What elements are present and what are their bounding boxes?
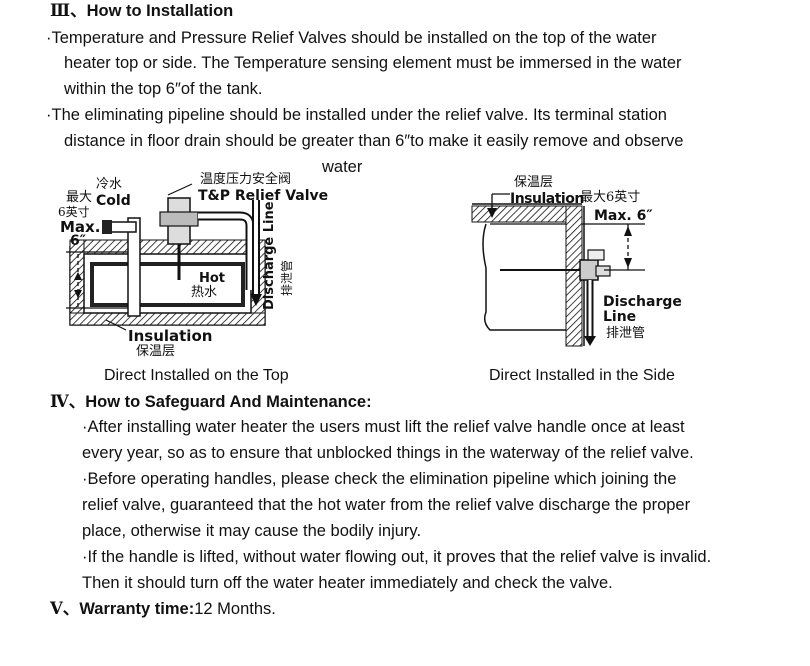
section-4-paragraph-2-line-1: ·Before operating handles, please check …: [82, 470, 677, 488]
side-max-label-en: Max. 6″: [594, 208, 653, 224]
max-label-cn: 最大: [66, 190, 93, 205]
section-4-title: How to Safeguard And Maintenance:: [85, 393, 372, 411]
valve-label-cn: 温度压力安全阀: [200, 172, 292, 187]
section-4-paragraph-3-line-1: ·If the handle is lifted, without water …: [82, 548, 712, 566]
side-relief-valve: [579, 259, 599, 281]
section-3-paragraph-1-line-1: ·Temperature and Pressure Relief Valves …: [46, 29, 657, 47]
side-max-label-cn: 最大6英寸: [580, 190, 641, 205]
discharge-line-label-en: Discharge Line: [262, 201, 277, 310]
warranty-value: 12 Months.: [194, 600, 276, 618]
inch-label-cn: 6英寸: [58, 205, 90, 219]
insulation-label-en: Insulation: [128, 327, 213, 345]
max-label-en: Max.: [60, 218, 101, 236]
discharge-line-label-cn: 排泄管: [280, 259, 294, 296]
top-install-caption: Direct Installed on the Top: [104, 367, 289, 384]
valve-label-en: T&P Relief Valve: [198, 188, 329, 204]
section-4-paragraph-1-line-1: ·After installing water heater the users…: [82, 418, 685, 436]
side-insulation-label-cn: 保温层: [514, 175, 554, 190]
section-3-numeral: Ⅲ、: [50, 1, 87, 20]
section-3-paragraph-1-line-2: heater top or side. The Temperature sens…: [64, 54, 682, 72]
hot-label-cn: 热水: [191, 285, 218, 300]
side-install-caption: Direct Installed in the Side: [489, 367, 675, 384]
six-inch-label: 6″: [70, 233, 86, 249]
side-discharge-label-cn: 排泄管: [606, 326, 646, 341]
top-install-diagram: [66, 183, 266, 331]
section-4-paragraph-1-line-2: every year, so as to ensure that unblock…: [82, 444, 694, 462]
insulation-label-cn: 保温层: [136, 344, 176, 359]
section-5-numeral: Ⅴ、: [50, 599, 80, 618]
cold-label-en: Cold: [96, 193, 131, 209]
side-discharge-label-en-2: Line: [603, 309, 637, 325]
tank-left-insulation: [69, 239, 85, 326]
section-3-heading: Ⅲ、How to Installation: [50, 0, 233, 22]
section-4-numeral: Ⅳ、: [50, 392, 86, 411]
hot-label-en: Hot: [199, 271, 226, 286]
side-discharge-label-en-1: Discharge: [603, 294, 682, 310]
side-insulation-label-en: Insulation: [510, 191, 584, 207]
section-3-paragraph-1-line-3: within the top 6″of the tank.: [64, 80, 263, 98]
side-install-diagram: [471, 193, 645, 347]
cold-water-pipe: [127, 217, 141, 317]
tank-bottom-insulation: [69, 312, 266, 326]
section-5-title: Warranty time:: [79, 600, 195, 618]
section-4-paragraph-2-line-2: relief valve, guaranteed that the hot wa…: [82, 496, 691, 514]
section-3-paragraph-2-line-1: ·The eliminating pipeline should be inst…: [46, 106, 667, 124]
section-3-title: How to Installation: [86, 2, 234, 20]
cold-label-cn: 冷水: [96, 177, 123, 192]
section-4-paragraph-3-line-2: Then it should turn off the water heater…: [82, 574, 613, 592]
section-4-heading: Ⅳ、How to Safeguard And Maintenance:: [50, 391, 372, 413]
section-3-paragraph-2-line-3: water: [322, 158, 363, 176]
section-3-paragraph-2-line-2: distance in floor drain should be greate…: [64, 132, 684, 150]
section-4-paragraph-2-line-3: place, otherwise it may cause the bodily…: [82, 522, 422, 540]
section-5-heading: Ⅴ、Warranty time:12 Months.: [50, 598, 276, 620]
